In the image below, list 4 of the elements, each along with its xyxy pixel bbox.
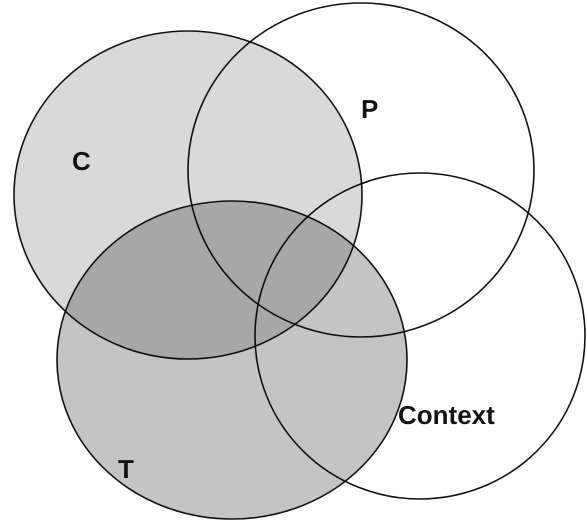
set-label: P bbox=[361, 96, 378, 122]
set-label: C bbox=[72, 148, 91, 174]
set-label: T bbox=[118, 456, 134, 482]
set-label: Context bbox=[398, 402, 495, 428]
